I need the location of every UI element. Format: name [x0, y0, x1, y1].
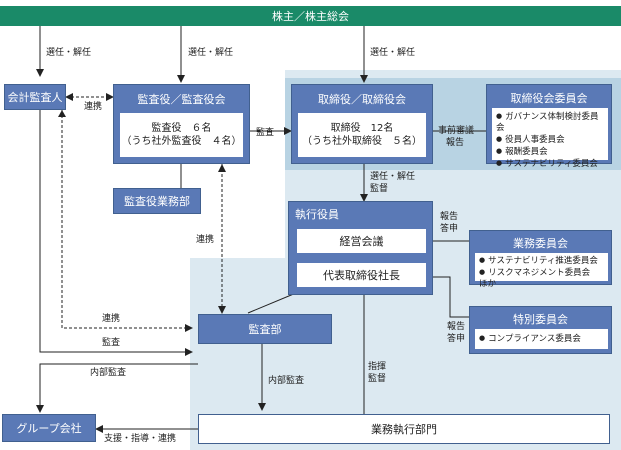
- audit-label-1: 監査: [256, 128, 275, 138]
- board-box: 取締役／取締役会 取締役 12名 （うち社外取締役 ５名）: [291, 84, 433, 164]
- list-item: コンプライアンス委員会: [479, 333, 604, 345]
- board-line1: 取締役 12名: [330, 123, 394, 134]
- list-item: ガバナンス体制検討委員会: [496, 111, 604, 134]
- board-committees-box: 取締役会委員会 ガバナンス体制検討委員会 役員人事委員会 報酬委員会 サステナビ…: [486, 84, 612, 169]
- board-committees-title: 取締役会委員会: [510, 92, 588, 105]
- audit-dept-label: 監査部: [248, 323, 282, 336]
- business-divisions-box: 業務執行部門: [198, 414, 610, 444]
- audit-staff-label: 監査役業務部: [124, 195, 190, 208]
- elect-dismiss-label-2: 選任・解任: [188, 48, 234, 58]
- cooperation-label-1: 連携: [84, 102, 103, 112]
- list-item: 報酬委員会: [496, 146, 604, 158]
- internal-audit-label-2: 内部監査: [268, 376, 305, 386]
- special-committee-title: 特別委員会: [513, 313, 568, 326]
- internal-audit-label-1: 内部監査: [90, 368, 127, 378]
- direct-label-1: 指揮: [368, 362, 387, 372]
- audit-board-box: 監査役／監査役会 監査役 ６名 （うち社外監査役 ４名）: [113, 84, 250, 164]
- special-committee-list-area: コンプライアンス委員会: [475, 329, 608, 349]
- president-box: 代表取締役社長: [297, 263, 426, 287]
- direct-label-2: 監督: [368, 374, 387, 384]
- board-detail: 取締役 12名 （うち社外取締役 ５名）: [298, 113, 426, 157]
- group-companies-box: グループ会社: [2, 414, 96, 442]
- support-label: 支援・指導・連携: [104, 434, 177, 444]
- list-item: 役員人事委員会: [496, 134, 604, 146]
- list-item: サステナビリティ推進委員会: [479, 255, 604, 267]
- elect-supervise-label-2: 監督: [370, 184, 389, 194]
- business-committee-list: サステナビリティ推進委員会 リスクマネジメント委員会 ほか: [479, 255, 604, 290]
- board-committees-list-area: ガバナンス体制検討委員会 役員人事委員会 報酬委員会 サステナビリティ委員会: [492, 108, 608, 169]
- audit-label-2: 監査: [102, 338, 121, 348]
- audit-board-detail: 監査役 ６名 （うち社外監査役 ４名）: [120, 113, 243, 157]
- business-divisions-label: 業務執行部門: [371, 423, 437, 436]
- business-committee-list-area: サステナビリティ推進委員会 リスクマネジメント委員会 ほか: [475, 253, 608, 289]
- audit-dept-box: 監査部: [198, 314, 332, 344]
- board-title: 取締役／取締役会: [318, 93, 406, 106]
- shareholders-label: 株主／株主総会: [272, 10, 349, 23]
- elect-supervise-label-1: 選任・解任: [370, 172, 416, 182]
- business-committee-title: 業務委員会: [513, 237, 568, 250]
- board-committees-list: ガバナンス体制検討委員会 役員人事委員会 報酬委員会 サステナビリティ委員会: [496, 111, 604, 170]
- group-companies-label: グループ会社: [16, 422, 82, 435]
- special-committee-box: 特別委員会 コンプライアンス委員会: [469, 306, 612, 354]
- report-label-1b: 答申: [440, 224, 459, 234]
- audit-board-title: 監査役／監査役会: [137, 93, 226, 106]
- elect-dismiss-label-3: 選任・解任: [370, 48, 416, 58]
- business-committee-box: 業務委員会 サステナビリティ推進委員会 リスクマネジメント委員会 ほか: [469, 230, 612, 289]
- management-meeting-label: 経営会議: [339, 234, 384, 248]
- audit-board-line2: （うち社外監査役 ４名）: [121, 136, 242, 147]
- executive-officers-box: 執行役員 経営会議 代表取締役社長: [288, 201, 433, 295]
- cooperation-label-3: 連携: [102, 314, 121, 324]
- accounting-auditor-box: 会計監査人: [4, 84, 66, 110]
- prior-review-label-1: 事前審議: [438, 126, 475, 136]
- shareholders-banner: 株主／株主総会: [0, 6, 621, 26]
- audit-staff-box: 監査役業務部: [113, 188, 201, 214]
- management-meeting-box: 経営会議: [297, 229, 426, 253]
- report-label-2a: 報告: [447, 322, 466, 332]
- list-item: サステナビリティ委員会: [496, 158, 604, 170]
- executive-officers-title: 執行役員: [295, 208, 339, 221]
- board-line2: （うち社外取締役 ５名）: [302, 136, 422, 147]
- audit-board-line1: 監査役 ６名: [151, 123, 212, 134]
- report-label-1a: 報告: [440, 212, 459, 222]
- special-committee-list: コンプライアンス委員会: [479, 333, 604, 345]
- list-item: リスクマネジメント委員会 ほか: [479, 267, 604, 290]
- accounting-auditor-label: 会計監査人: [7, 91, 63, 104]
- report-label-2b: 答申: [447, 334, 466, 344]
- cooperation-label-2: 連携: [196, 235, 215, 245]
- prior-review-label-2: 報告: [446, 138, 465, 148]
- elect-dismiss-label-1: 選任・解任: [46, 48, 92, 58]
- president-label: 代表取締役社長: [323, 268, 400, 282]
